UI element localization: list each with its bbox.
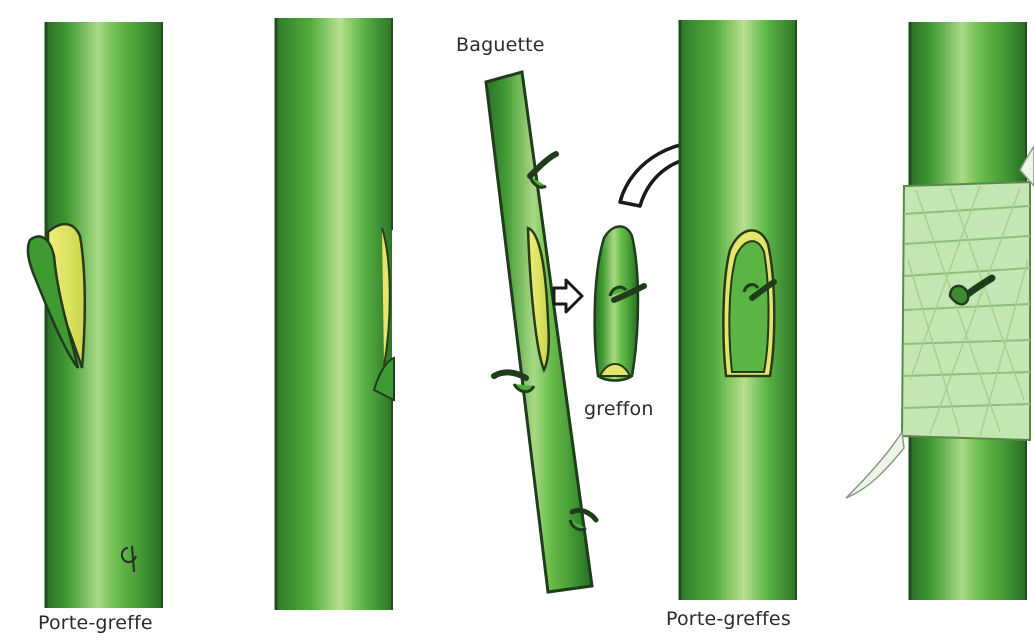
tie-band <box>902 182 1030 440</box>
rootstock-stem-2 <box>276 18 394 610</box>
scion-piece <box>595 226 644 380</box>
rootstock-stem-3 <box>680 20 796 600</box>
porte-greffes-label: Porte-greffes <box>666 608 791 630</box>
greffon-label: greffon <box>584 398 654 420</box>
budwood-stem <box>486 72 596 592</box>
right-arrow-icon <box>554 280 582 312</box>
rootstock-stem-1 <box>28 22 162 608</box>
porte-greffe-label: Porte-greffe <box>38 612 153 634</box>
baguette-label: Baguette <box>456 34 545 56</box>
tied-graft-stem <box>846 22 1034 600</box>
